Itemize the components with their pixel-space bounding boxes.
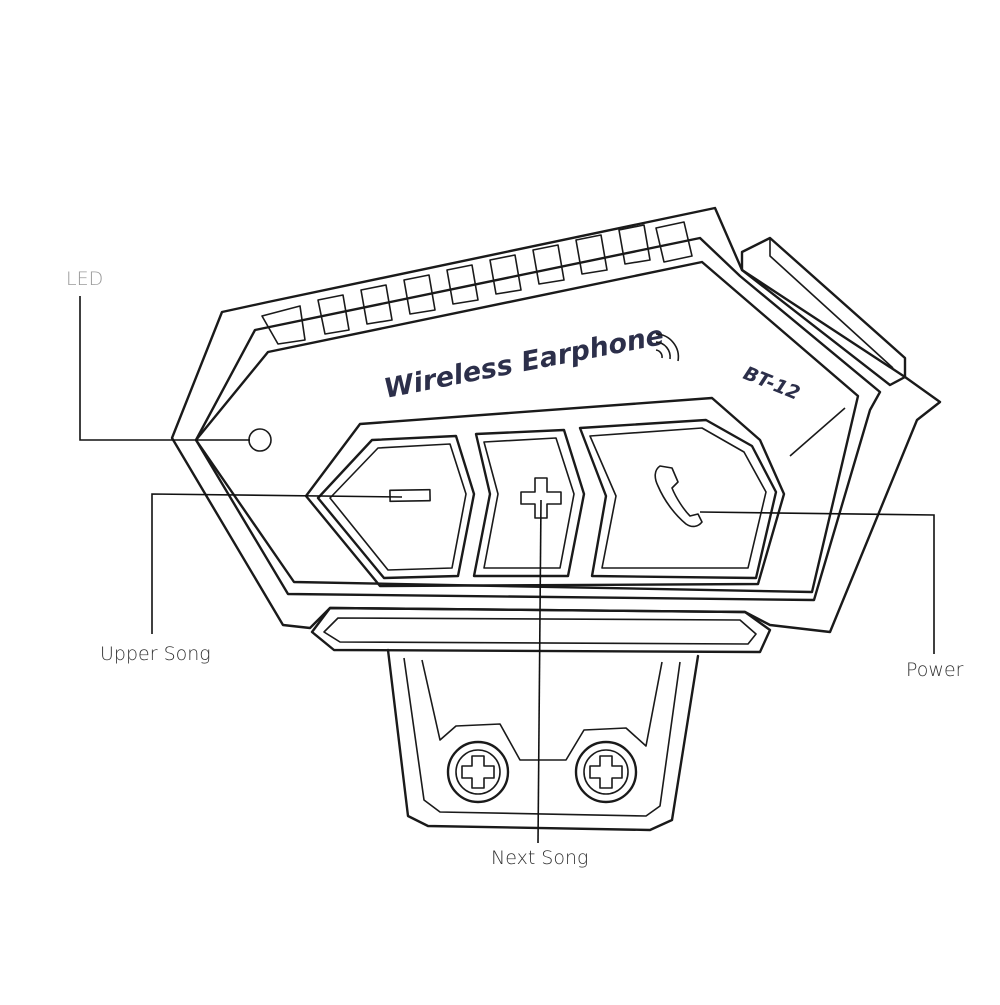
upper-song-callout-label: Upper Song (100, 643, 211, 665)
led-callout-label: LED (66, 268, 104, 290)
phone-icon (654, 465, 703, 528)
led-indicator (248, 428, 272, 452)
brand-label: Wireless Earphone (381, 320, 666, 405)
face-divider-line (789, 407, 846, 457)
upper-song-button[interactable] (316, 434, 476, 580)
power-button[interactable] (578, 418, 778, 580)
side-mount-edge (769, 238, 894, 369)
side-mount-block (740, 236, 907, 387)
power-leader-line (699, 511, 935, 654)
upper-song-leader-line (151, 493, 403, 634)
device-face-plate (194, 260, 860, 594)
led-leader-line (79, 296, 250, 441)
next-song-callout-label: Next Song (491, 847, 589, 869)
next-song-button[interactable] (472, 428, 586, 578)
mount-bracket-slot (421, 659, 663, 761)
device-body-bevel (194, 236, 882, 602)
model-label: BT-12 (740, 362, 803, 404)
wifi-signal-icon (655, 333, 680, 362)
mount-bracket (386, 648, 700, 832)
screw-icon (446, 740, 510, 804)
bottom-rail (310, 606, 772, 654)
minus-icon (389, 488, 431, 503)
button-panel-outline (304, 396, 786, 588)
mount-bracket-inner (403, 657, 681, 817)
power-callout-label: Power (906, 659, 964, 681)
bottom-rail-inner (323, 617, 757, 645)
screw-icon (574, 740, 638, 804)
device-body-outline (170, 206, 942, 634)
next-song-leader-line (537, 499, 542, 844)
plus-icon (520, 477, 562, 519)
vent-slots (261, 221, 693, 345)
